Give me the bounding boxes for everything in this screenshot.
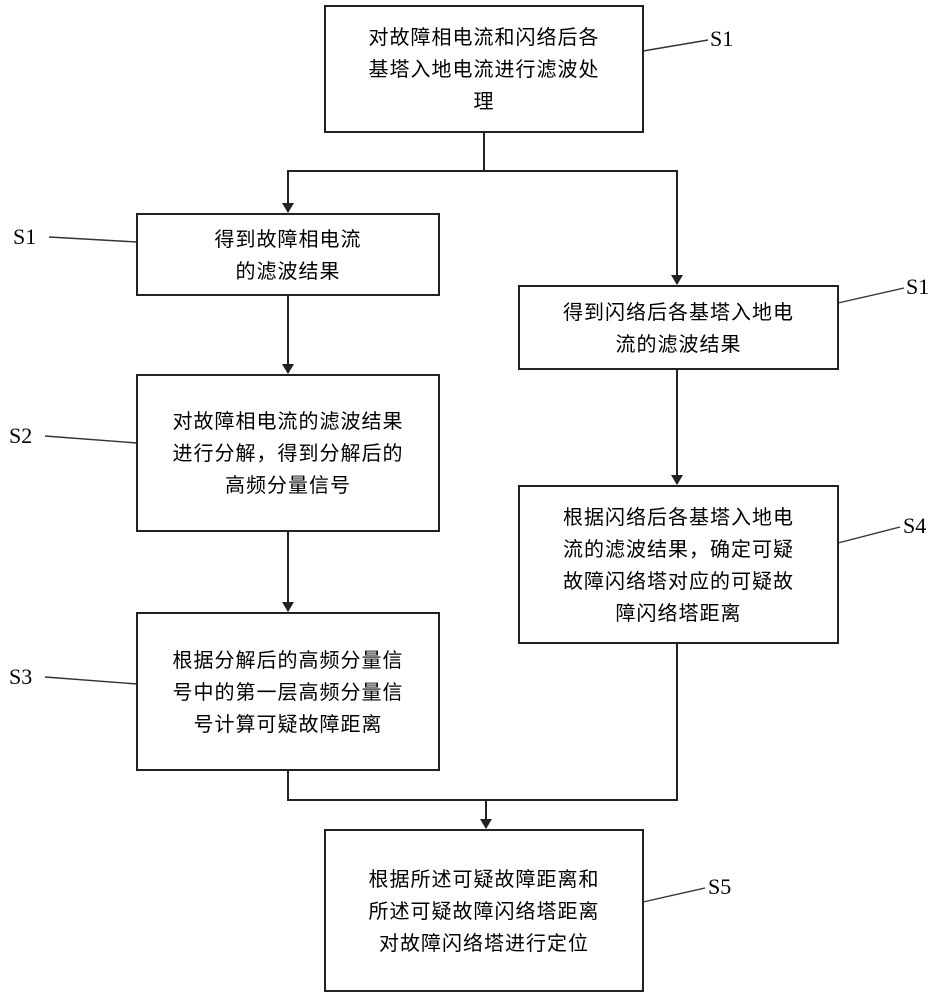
step-label-s2: S2 bbox=[9, 423, 33, 448]
step-label-s1-top: S1 bbox=[710, 26, 734, 51]
step-phase-result-text: 得到故障相电流 的滤波结果 bbox=[214, 226, 362, 283]
leader-line-s1-right bbox=[837, 287, 905, 304]
step-tower-distance-box: 根据闪络后各基塔入地电 流的滤波结果，确定可疑 故障闪络塔对应的可疑故 障闪络塔… bbox=[518, 485, 839, 644]
edge-tower-distance-to-locate bbox=[480, 643, 678, 829]
leader-line-s5 bbox=[642, 887, 706, 903]
step-calc-distance-text: 根据分解后的高频分量信 号中的第一层高频分量信 号计算可疑故障距离 bbox=[172, 647, 404, 736]
step-phase-result-box: 得到故障相电流 的滤波结果 bbox=[136, 213, 440, 296]
step-tower-result-text: 得到闪络后各基塔入地电 流的滤波结果 bbox=[563, 299, 794, 356]
step-tower-result-box: 得到闪络后各基塔入地电 流的滤波结果 bbox=[518, 285, 839, 370]
step-calc-distance-box: 根据分解后的高频分量信 号中的第一层高频分量信 号计算可疑故障距离 bbox=[136, 612, 440, 771]
step-locate-text: 根据所述可疑故障距离和 所述可疑故障闪络塔距离 对故障闪络塔进行定位 bbox=[368, 866, 600, 955]
step-decompose-box: 对故障相电流的滤波结果 进行分解，得到分解后的 高频分量信号 bbox=[136, 374, 440, 532]
leader-line-s2 bbox=[44, 435, 138, 444]
edge-filter-to-tower-result bbox=[484, 170, 683, 285]
leader-line-s3 bbox=[44, 676, 138, 685]
step-filter-box: 对故障相电流和闪络后各 基塔入地电流进行滤波处 理 bbox=[324, 5, 644, 133]
step-label-s1-left: S1 bbox=[13, 224, 37, 249]
step-label-s3: S3 bbox=[9, 664, 33, 689]
step-filter-text: 对故障相电流和闪络后各 基塔入地电流进行滤波处 理 bbox=[368, 25, 600, 113]
leader-line-s1-top bbox=[642, 39, 709, 52]
edge-calc-distance-to-locate bbox=[287, 770, 486, 801]
step-decompose-text: 对故障相电流的滤波结果 进行分解，得到分解后的 高频分量信号 bbox=[172, 409, 404, 497]
step-label-s1-right: S1 bbox=[906, 274, 930, 299]
step-locate-box: 根据所述可疑故障距离和 所述可疑故障闪络塔距离 对故障闪络塔进行定位 bbox=[324, 829, 644, 992]
step-label-s5: S5 bbox=[708, 874, 732, 899]
leader-line-s4 bbox=[837, 526, 901, 544]
step-label-s4: S4 bbox=[903, 513, 927, 538]
step-tower-distance-text: 根据闪络后各基塔入地电 流的滤波结果，确定可疑 故障闪络塔对应的可疑故 障闪络塔… bbox=[563, 504, 794, 625]
edge-filter-to-phase-result bbox=[282, 132, 485, 213]
leader-line-s1-left bbox=[48, 236, 138, 243]
